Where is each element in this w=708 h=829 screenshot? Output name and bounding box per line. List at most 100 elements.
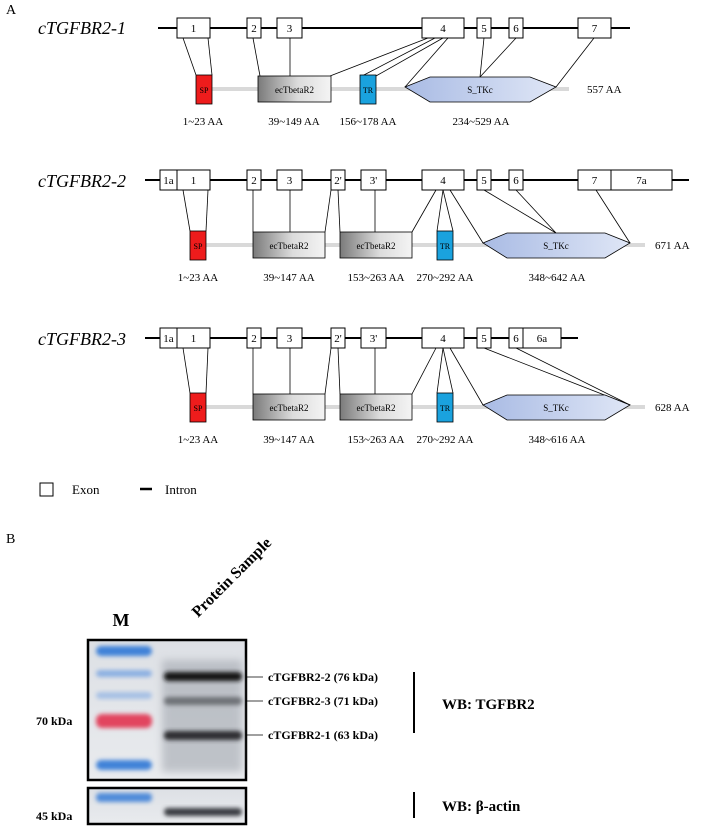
exon-label: 3 [287, 333, 293, 345]
sp-domain [189, 392, 207, 423]
stkc-domain [482, 394, 631, 421]
blot-upper [86, 638, 248, 782]
exon-label: 3 [287, 23, 293, 35]
mw-marker-45: 45 kDa [36, 809, 72, 823]
exon-label: 5 [481, 23, 487, 35]
aa-range: 39~149 AA [268, 116, 320, 128]
aa-range: 156~178 AA [340, 116, 397, 128]
aa-range: 270~292 AA [417, 272, 474, 284]
aa-range: 39~147 AA [263, 434, 315, 446]
ectbetar2-domain-label: ecTbetaR2 [270, 241, 309, 251]
aa-range: 39~147 AA [263, 272, 315, 284]
isoform-1-name: cTGFBR2-1 [38, 18, 126, 38]
intron-legend-label: Intron [165, 482, 197, 497]
isoform-2-name: cTGFBR2-2 [38, 171, 126, 191]
stkc-domain-label: S_TKc [467, 85, 493, 95]
tr-domain-label: TR [440, 404, 451, 413]
stkc-domain-label: S_TKc [543, 403, 569, 413]
stkc-domain [482, 232, 631, 259]
ectbetar2-domain [339, 393, 413, 421]
exon-label: 1a [163, 175, 174, 187]
exon-label: 2 [251, 175, 257, 187]
exon-legend-icon [39, 482, 54, 497]
marker-band [96, 692, 152, 699]
exons [159, 169, 673, 191]
aa-range: 1~23 AA [183, 116, 224, 128]
exon-label: 7a [636, 175, 647, 187]
exon-label: 3 [287, 175, 293, 187]
marker-lane-label: M [113, 610, 130, 630]
exon-label: 5 [481, 175, 487, 187]
blot-lower [86, 786, 248, 826]
band-label-76kda: cTGFBR2-2 (76 kDa) [268, 670, 378, 684]
band-63kda [164, 731, 242, 740]
isoform-3-name: cTGFBR2-3 [38, 329, 126, 349]
legend: Exon Intron [39, 482, 197, 497]
marker-band [96, 670, 152, 677]
exon-label: 6a [537, 333, 548, 345]
ectbetar2-domain-label: ecTbetaR2 [357, 241, 396, 251]
sample-lane-label: Protein Sample [189, 535, 275, 621]
isoform-1-diagram: cTGFBR2-1 1 2 3 4 5 6 7 [38, 17, 630, 128]
protein-length: 557 AA [587, 84, 622, 96]
sp-domain [195, 74, 213, 105]
mw-marker-70: 70 kDa [36, 714, 72, 728]
stkc-domain-label: S_TKc [543, 241, 569, 251]
panel-label-b: B [6, 532, 15, 547]
connector-lines [182, 189, 631, 244]
exon-label: 1 [191, 333, 197, 345]
sp-domain-label: SP [194, 242, 203, 251]
connector-lines [182, 347, 631, 406]
aa-range: 1~23 AA [178, 434, 219, 446]
connector-lines [182, 37, 595, 88]
aa-range: 348~642 AA [529, 272, 586, 284]
exon-legend-label: Exon [72, 482, 100, 497]
marker-band [96, 760, 152, 770]
sp-domain-label: SP [200, 86, 209, 95]
protein-length: 628 AA [655, 402, 690, 414]
exon-label: 3' [370, 175, 378, 187]
aa-range: 234~529 AA [453, 116, 510, 128]
exon-label: 3' [370, 333, 378, 345]
isoform-2-diagram: cTGFBR2-2 1a 1 2 3 2' 3' 4 5 6 7 7a [38, 169, 690, 284]
exon-label: 4 [440, 175, 446, 187]
exons [159, 327, 562, 349]
sp-domain-label: SP [194, 404, 203, 413]
exon-label: 6 [513, 175, 519, 187]
band-label-71kda: cTGFBR2-3 (71 kDa) [268, 694, 378, 708]
isoform-3-diagram: cTGFBR2-3 1a 1 2 3 2' 3' 4 5 6 6a [38, 327, 690, 446]
protein-length: 671 AA [655, 240, 690, 252]
aa-range: 1~23 AA [178, 272, 219, 284]
band-76kda [164, 672, 242, 681]
wb-tgfbr2-label: WB: TGFBR2 [442, 697, 535, 713]
ectbetar2-domain-label: ecTbetaR2 [357, 403, 396, 413]
band-actin [164, 808, 242, 816]
exon-label: 1 [191, 175, 197, 187]
ectbetar2-domain-label: ecTbetaR2 [275, 85, 314, 95]
band-71kda [164, 697, 242, 705]
marker-band [96, 646, 152, 656]
aa-range: 153~263 AA [348, 434, 405, 446]
tr-domain [436, 230, 454, 261]
exon-label: 7 [592, 23, 598, 35]
exon-label: 4 [440, 23, 446, 35]
exon-label: 2' [334, 333, 342, 345]
ectbetar2-domain [252, 393, 326, 421]
exon-label: 2 [251, 333, 257, 345]
panel-label-a: A [6, 3, 17, 18]
band-pointers [246, 676, 263, 736]
band-label-63kda: cTGFBR2-1 (63 kDa) [268, 728, 378, 742]
marker-band [96, 793, 152, 802]
ectbetar2-domain-label: ecTbetaR2 [270, 403, 309, 413]
exon-label: 2 [251, 23, 257, 35]
exon-label: 1a [163, 333, 174, 345]
exon-label: 6 [513, 333, 519, 345]
exon-label: 5 [481, 333, 487, 345]
exon-label: 4 [440, 333, 446, 345]
tr-domain [436, 392, 454, 423]
ectbetar2-domain [257, 75, 332, 103]
exon-label: 2' [334, 175, 342, 187]
tr-domain [359, 74, 377, 105]
sp-domain [189, 230, 207, 261]
